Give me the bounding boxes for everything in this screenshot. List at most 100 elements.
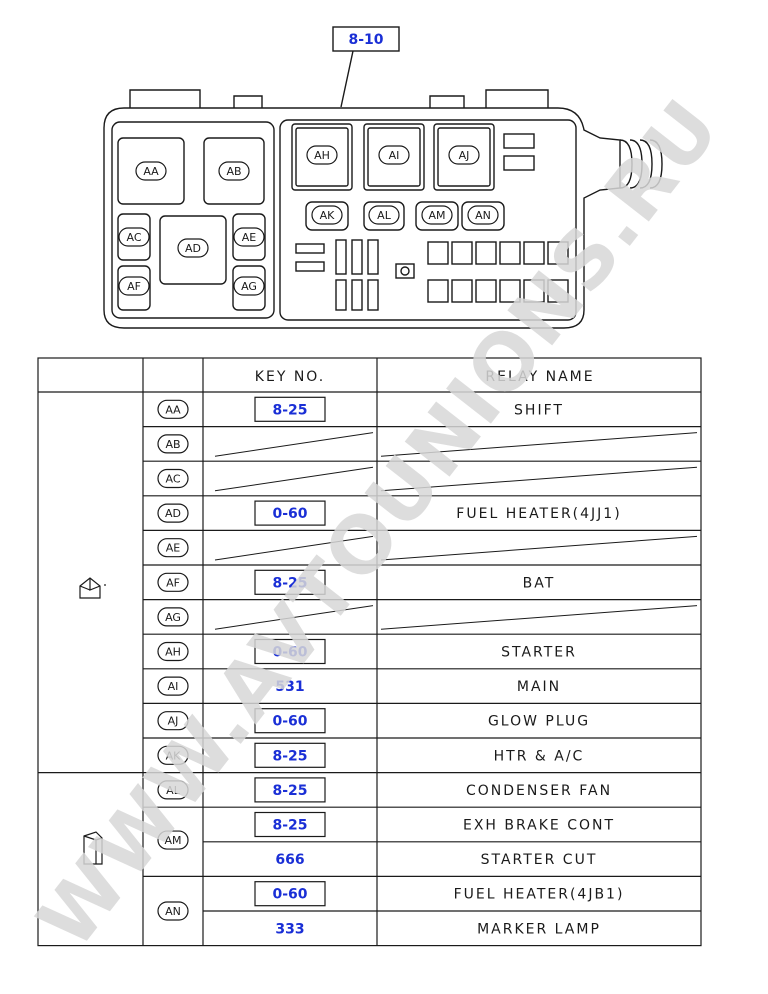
svg-text:AF: AF — [127, 280, 141, 293]
table-row: AC — [157, 466, 698, 492]
key-no[interactable]: 8-25 — [272, 575, 307, 591]
connector-code: AC — [157, 468, 189, 489]
key-no-box — [254, 500, 326, 526]
svg-text:AG: AG — [165, 611, 181, 624]
key-no[interactable]: 0-60 — [272, 645, 307, 661]
diagram-pill-ae: AE — [233, 227, 265, 247]
table-row: AK 8-25 HTR & A/C — [157, 742, 585, 768]
relay-name: FUEL HEATER(4JB1) — [454, 887, 625, 903]
svg-text:AI: AI — [168, 680, 179, 693]
header-key-no: KEY NO. — [255, 369, 325, 385]
svg-text:AJ: AJ — [459, 149, 470, 162]
key-no[interactable]: 8-25 — [272, 748, 307, 764]
key-no[interactable]: 8-25 — [272, 783, 307, 799]
key-no-box — [254, 569, 326, 595]
svg-text:AG: AG — [241, 280, 257, 293]
table-row: AN 0-60 FUEL HEATER(4JB1) — [157, 881, 625, 921]
table-row: AD 0-60 FUEL HEATER(4JJ1) — [157, 500, 621, 526]
mini-relay-icon — [83, 831, 103, 865]
diagram-pill-am: AM — [421, 205, 453, 225]
key-no[interactable]: 0-60 — [272, 887, 307, 903]
connector-code: AL — [157, 780, 189, 800]
key-no[interactable]: 666 — [275, 852, 304, 868]
svg-text:AL: AL — [166, 784, 181, 797]
table-row: AJ 0-60 GLOW PLUG — [157, 708, 590, 734]
connector-code: AG — [157, 607, 189, 627]
connector-code: AK — [157, 745, 189, 765]
svg-text:AE: AE — [166, 542, 181, 555]
top-key-label: 8-10 — [348, 32, 383, 48]
key-no[interactable]: 531 — [275, 679, 304, 695]
table-row: AL 8-25 CONDENSER FAN — [157, 777, 612, 803]
svg-text:AM: AM — [164, 834, 181, 847]
diagram-pill-ac: AC — [118, 227, 150, 247]
relay-name: CONDENSER FAN — [466, 783, 612, 799]
diagram-pill-ak: AK — [311, 205, 343, 225]
diagram-pill-aa: AA — [135, 161, 167, 181]
svg-text:AH: AH — [165, 646, 181, 659]
relay-name: GLOW PLUG — [488, 714, 590, 730]
key-no[interactable]: 0-60 — [272, 506, 307, 522]
connector-code: AM — [157, 830, 189, 850]
svg-text:AI: AI — [389, 149, 400, 162]
svg-text:AD: AD — [185, 242, 201, 255]
relay-box-diagram: 8-10 AA AB AC AD AE AF AG AH AI AJ AK AL AM AN — [103, 26, 663, 329]
svg-text:AE: AE — [242, 231, 257, 244]
key-no[interactable]: 8-25 — [272, 818, 307, 834]
table-row: AF 8-25 BAT — [157, 569, 556, 595]
relay-name: FUEL HEATER(4JJ1) — [456, 506, 621, 522]
table-row: AG — [157, 605, 698, 630]
key-no-box — [254, 708, 326, 734]
relay-name: HTR & A/C — [494, 748, 585, 764]
key-no[interactable]: 333 — [275, 921, 304, 937]
svg-text:AF: AF — [166, 576, 180, 589]
key-no-box — [254, 811, 326, 838]
connector-code: AF — [157, 572, 189, 592]
connector-code: AE — [157, 538, 189, 558]
key-no-box — [254, 638, 326, 665]
table-row: AB — [157, 432, 698, 457]
key-no-box — [254, 742, 326, 768]
relay-name: MARKER LAMP — [477, 921, 601, 937]
key-no-box — [254, 881, 326, 907]
svg-text:AL: AL — [377, 209, 392, 222]
connector-code: AB — [157, 434, 189, 454]
standard-relay-icon — [79, 577, 106, 599]
relay-name: BAT — [523, 575, 556, 591]
svg-text:AM: AM — [428, 209, 445, 222]
key-no[interactable]: 0-60 — [272, 714, 307, 730]
svg-text:AC: AC — [165, 473, 180, 486]
key-no-box — [254, 777, 326, 803]
key-no[interactable]: 8-25 — [272, 402, 307, 418]
connector-code: AN — [157, 901, 189, 921]
connector-code: AD — [157, 503, 189, 523]
svg-text:AD: AD — [165, 507, 181, 520]
relay-name: SHIFT — [514, 402, 564, 418]
connector-code: AJ — [157, 711, 189, 731]
svg-text:AB: AB — [165, 438, 180, 451]
top-key-box — [332, 26, 400, 52]
table-row: 333 MARKER LAMP — [275, 921, 601, 937]
svg-text:AH: AH — [314, 149, 330, 162]
diagram-pill-ag: AG — [233, 276, 265, 296]
svg-text:AK: AK — [166, 749, 182, 762]
connector-code: AH — [157, 641, 189, 662]
diagram-pill-an: AN — [467, 205, 499, 225]
svg-text:AA: AA — [143, 165, 159, 178]
svg-text:AJ: AJ — [168, 715, 179, 728]
svg-text:AN: AN — [165, 905, 181, 918]
connector-code: AA — [157, 399, 189, 419]
svg-text:AA: AA — [165, 403, 181, 416]
table-row: AE — [157, 535, 698, 561]
connector-code: AI — [157, 676, 189, 696]
diagram-pill-af: AF — [118, 276, 150, 296]
svg-text:AC: AC — [126, 231, 141, 244]
diagram-pill-al: AL — [368, 205, 400, 225]
svg-text:AN: AN — [475, 209, 491, 222]
svg-text:AB: AB — [226, 165, 241, 178]
